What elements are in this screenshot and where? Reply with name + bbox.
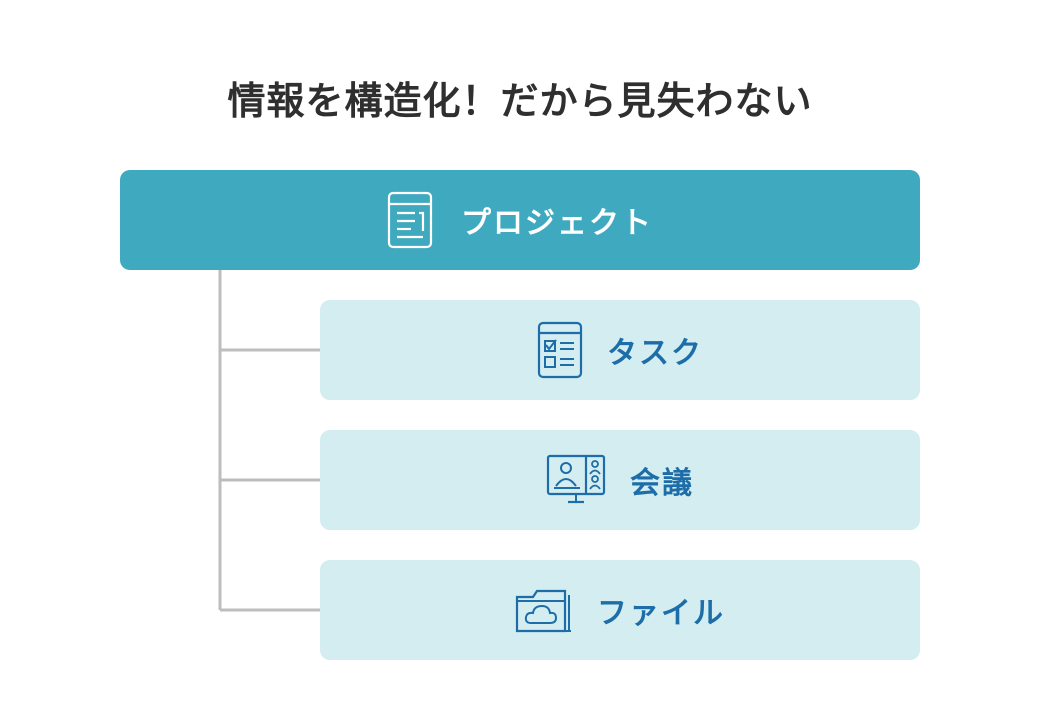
node-file-label: ファイル xyxy=(597,596,725,631)
document-icon xyxy=(387,191,433,249)
node-task: タスク xyxy=(320,300,920,400)
node-project: プロジェクト xyxy=(120,170,920,270)
node-file: ファイル xyxy=(320,560,920,660)
node-project-label: プロジェクト xyxy=(461,206,653,241)
video-meeting-icon xyxy=(546,454,606,506)
page-title: 情報を構造化！だから見失わない xyxy=(227,79,813,123)
node-task-label: タスク xyxy=(607,336,703,371)
node-meeting: 会議 xyxy=(320,430,920,530)
node-meeting-label: 会議 xyxy=(630,466,694,501)
cloud-folder-icon xyxy=(515,587,573,633)
checklist-icon xyxy=(537,321,583,379)
